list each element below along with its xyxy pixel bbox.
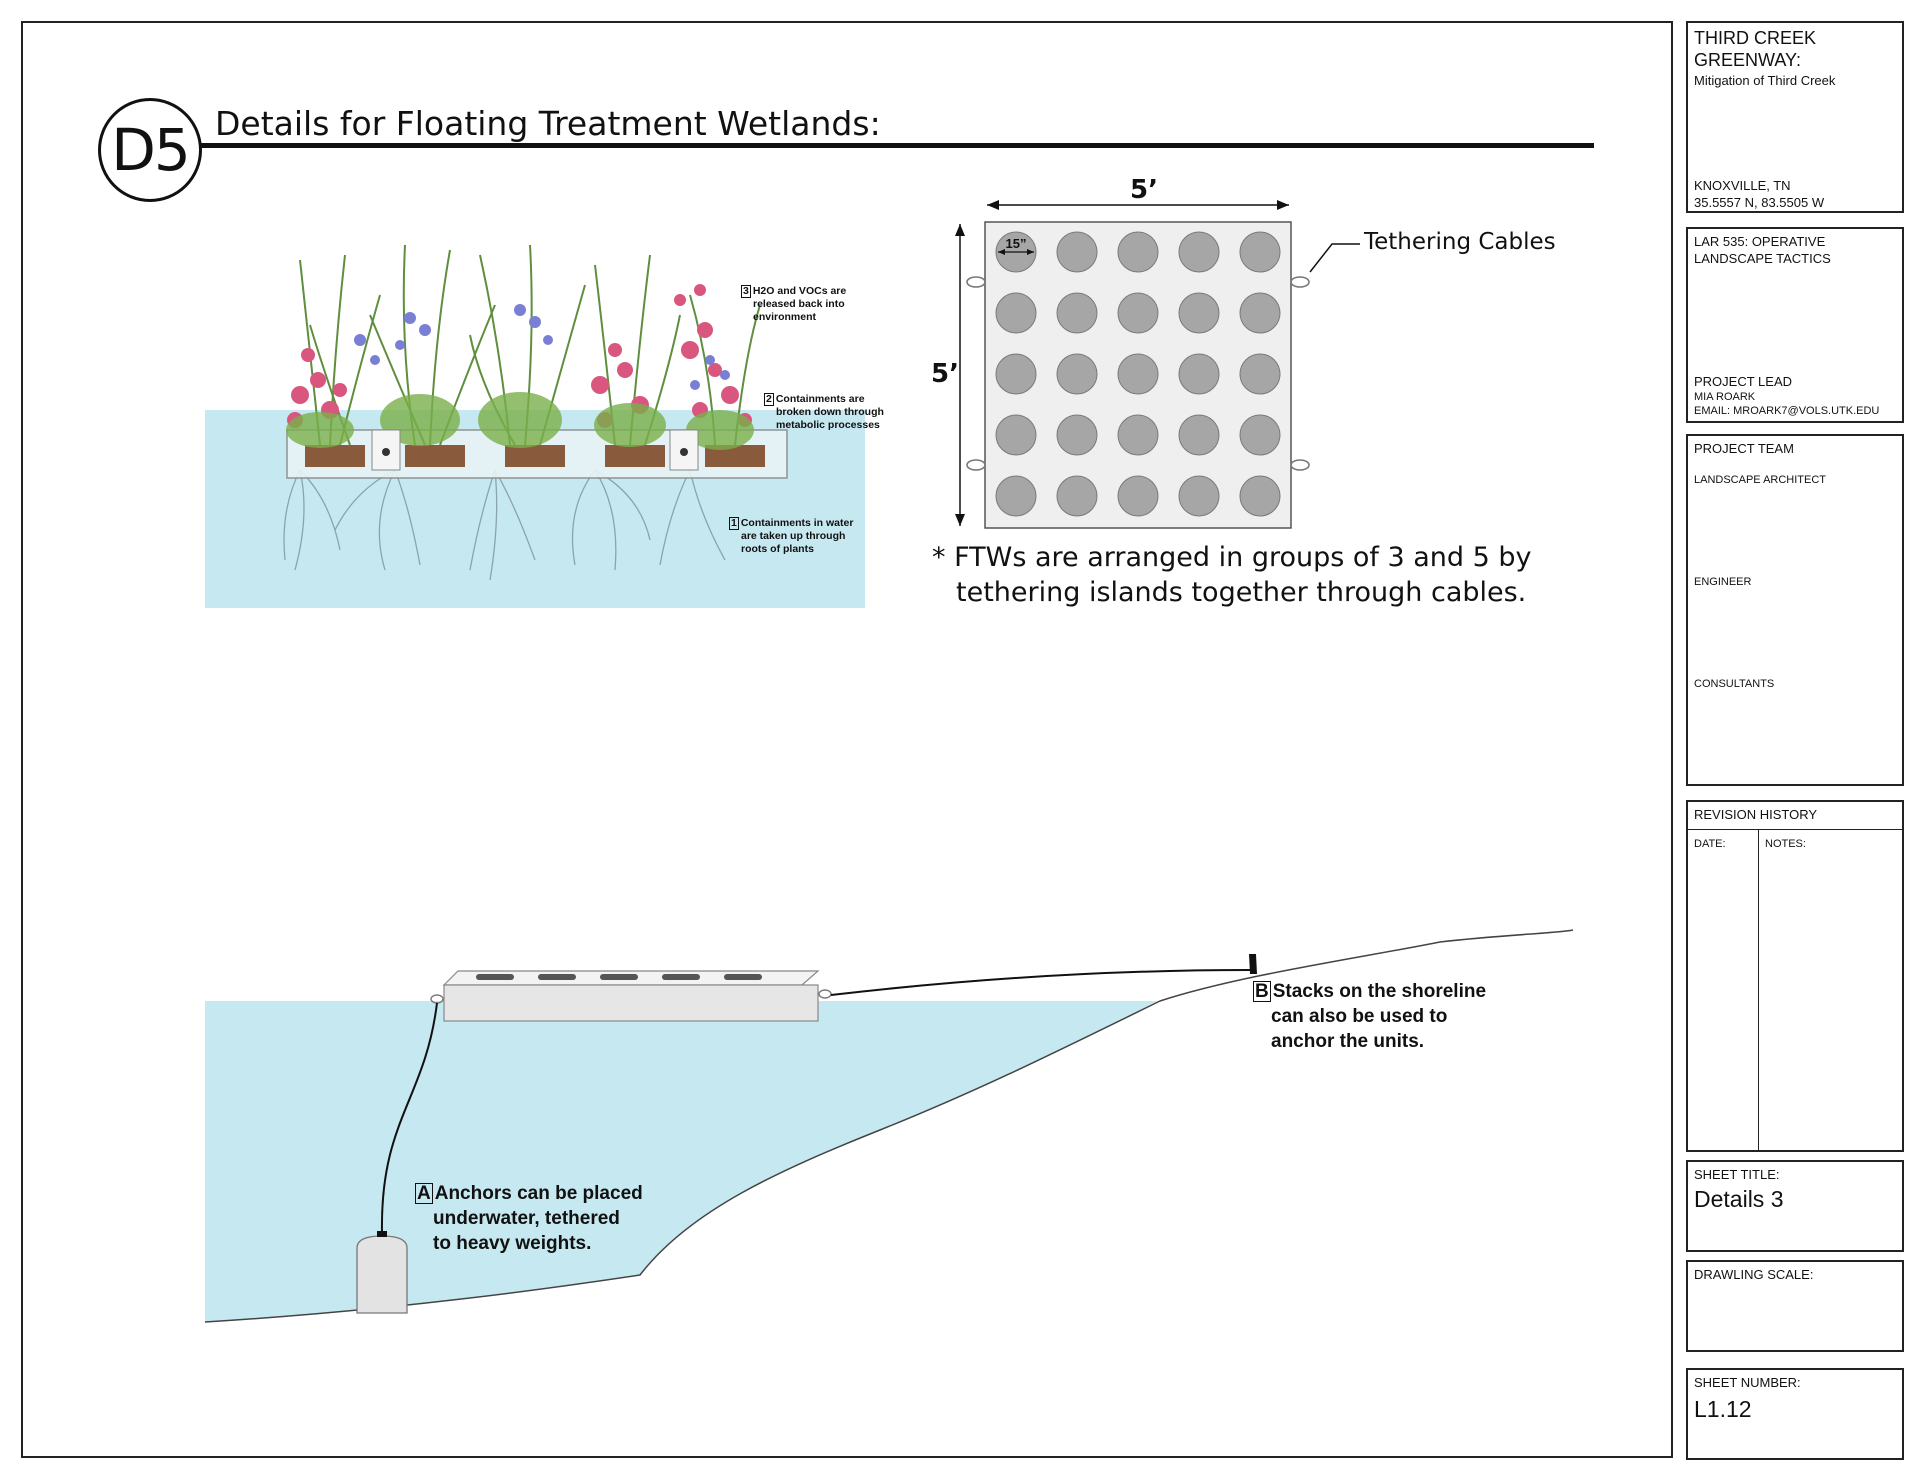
planting-cell	[1239, 414, 1281, 456]
project-lead-email: EMAIL: MROARK7@VOLS.UTK.EDU	[1694, 405, 1880, 417]
planting-cell	[1239, 353, 1281, 395]
cable-leader-line	[1309, 243, 1360, 273]
planting-cell	[1056, 292, 1098, 334]
planting-cell	[995, 475, 1037, 517]
planting-cell	[1056, 414, 1098, 456]
tether-loops	[966, 276, 1310, 471]
ftw-section-illustration	[205, 244, 865, 608]
planting-cell	[1056, 475, 1098, 517]
planting-cell	[1117, 292, 1159, 334]
planting-cell	[1239, 292, 1281, 334]
plant-roots	[283, 469, 726, 581]
sheet-number-label: SHEET NUMBER:	[1694, 1375, 1801, 1390]
course-lead-box: LAR 535: OPERATIVE LANDSCAPE TACTICS PRO…	[1686, 227, 1904, 423]
project-title-line-2: GREENWAY:	[1694, 50, 1802, 70]
revision-notes-label: NOTES:	[1765, 838, 1806, 850]
page-title: Details for Floating Treatment Wetlands:	[215, 104, 881, 143]
ftw-arrangement-note: * FTWs are arranged in groups of 3 and 5…	[932, 542, 1532, 608]
planting-cell	[1056, 231, 1098, 273]
project-team-label: PROJECT TEAM	[1694, 441, 1794, 456]
sheet-title-box: SHEET TITLE: Details 3	[1686, 1160, 1904, 1252]
revision-history-box: REVISION HISTORY DATE: NOTES:	[1686, 800, 1904, 1152]
planting-cell	[1117, 231, 1159, 273]
shore-stake	[1249, 954, 1257, 974]
planting-cell	[995, 292, 1037, 334]
project-coordinates: 35.5557 N, 83.5505 W	[1694, 195, 1825, 210]
float-cells-profile	[476, 974, 762, 980]
planting-cell	[1117, 414, 1159, 456]
shoreline-profile	[204, 929, 1574, 1323]
title-underline	[200, 143, 1594, 148]
drawing-scale-box: DRAWLING SCALE:	[1686, 1260, 1904, 1352]
drawing-scale-label: DRAWLING SCALE:	[1694, 1267, 1814, 1282]
planting-cell	[1117, 353, 1159, 395]
planting-cell	[1178, 414, 1220, 456]
drawing-frame	[21, 21, 1673, 1458]
planting-cell	[1117, 475, 1159, 517]
team-role-consultants: CONSULTANTS	[1694, 678, 1775, 690]
planting-cell	[995, 353, 1037, 395]
anchor-weight	[356, 1235, 408, 1314]
sheet-badge: D5	[98, 98, 202, 202]
project-team-box: PROJECT TEAM LANDSCAPE ARCHITECT ENGINEE…	[1686, 434, 1904, 786]
project-title-line-1: THIRD CREEK	[1694, 28, 1817, 48]
anchor-clip	[377, 1231, 387, 1237]
float-body	[443, 984, 819, 1022]
planting-cell	[1056, 353, 1098, 395]
planting-cell	[1178, 353, 1220, 395]
shore-cable	[830, 969, 1251, 996]
sheet-title-label: SHEET TITLE:	[1694, 1167, 1780, 1182]
plant-foliage	[286, 392, 754, 450]
connector-bolt	[680, 448, 688, 456]
anchor-section	[204, 929, 1574, 1323]
sheet-number-box: SHEET NUMBER: L1.12	[1686, 1368, 1904, 1460]
planter-pots	[305, 445, 765, 467]
project-subtitle: Mitigation of Third Creek	[1694, 73, 1836, 88]
height-dimension-label: 5’	[931, 359, 959, 389]
project-location: KNOXVILLE, TN	[1694, 178, 1791, 193]
planting-cell	[1178, 292, 1220, 334]
course-line-1: LAR 535: OPERATIVE	[1694, 234, 1826, 249]
anchor-cable	[380, 1002, 438, 1234]
revision-column-rule	[1758, 830, 1759, 1150]
planting-cell-grid	[995, 231, 1281, 517]
planting-cell	[1239, 475, 1281, 517]
connector-bolt	[382, 448, 390, 456]
planting-cell	[1178, 231, 1220, 273]
planting-cell	[995, 414, 1037, 456]
float-tether-loop	[818, 989, 832, 999]
revision-header-rule	[1688, 829, 1902, 830]
revision-history-label: REVISION HISTORY	[1694, 807, 1818, 822]
sheet-title-value: Details 3	[1694, 1186, 1784, 1212]
ftw-plan-view: 15”	[955, 200, 1360, 529]
width-dimension-label: 5’	[1130, 175, 1158, 205]
project-lead-label: PROJECT LEAD	[1694, 374, 1793, 389]
blue-flowers	[354, 304, 730, 390]
planting-cell	[1239, 231, 1281, 273]
water-body-anchor	[205, 1001, 1158, 1322]
project-lead-name: MIA ROARK	[1694, 391, 1756, 403]
team-role-landscape-architect: LANDSCAPE ARCHITECT	[1694, 474, 1827, 486]
sheet-number-value: L1.12	[1694, 1396, 1752, 1422]
cell-dimension-label: 15”	[1006, 236, 1027, 251]
revision-date-label: DATE:	[1694, 838, 1726, 850]
course-line-2: LANDSCAPE TACTICS	[1694, 251, 1831, 266]
planting-cell	[1178, 475, 1220, 517]
team-role-engineer: ENGINEER	[1694, 576, 1752, 588]
project-title-box: THIRD CREEK GREENWAY: Mitigation of Thir…	[1686, 21, 1904, 213]
tethering-cables-label: Tethering Cables	[1364, 229, 1556, 255]
